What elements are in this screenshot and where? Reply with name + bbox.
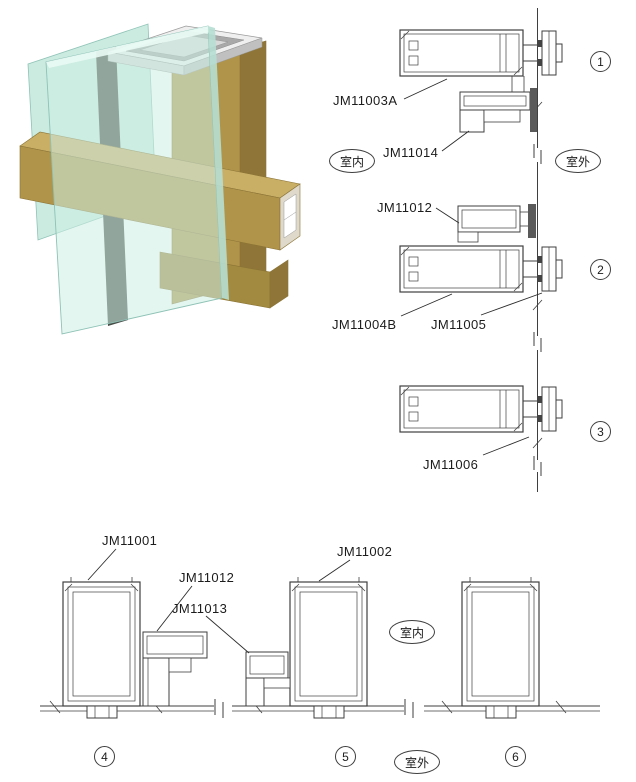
plan-mullion-4 <box>62 576 141 719</box>
label-jm11006: JM11006 <box>423 457 479 472</box>
room-tag-outdoor-top: 室外 <box>555 149 601 173</box>
room-tag-text: 室外 <box>565 154 590 169</box>
label-jm11002: JM11002 <box>337 544 393 559</box>
callout-number: 6 <box>512 749 519 764</box>
mullion-profile-section <box>399 245 524 293</box>
callout-5: 5 <box>335 746 356 767</box>
label-jm11012-bottom: JM11012 <box>179 570 235 585</box>
callout-6: 6 <box>505 746 526 767</box>
callout-number: 3 <box>597 424 604 439</box>
front-glass-pane <box>45 25 229 335</box>
plan-sections-art <box>40 576 600 719</box>
room-tag-indoor-top: 室内 <box>329 149 375 173</box>
callout-1: 1 <box>590 51 611 72</box>
room-tag-text: 室内 <box>399 625 424 640</box>
section-detail-1 <box>399 29 563 133</box>
pressure-plate <box>522 386 563 432</box>
label-jm11005: JM11005 <box>431 317 487 332</box>
mullion-profile-section <box>399 385 524 433</box>
plan-sub-profile-jm11012 <box>142 631 208 707</box>
section-detail-2 <box>399 204 563 293</box>
callout-3: 3 <box>590 421 611 442</box>
label-jm11004b: JM11004B <box>332 317 397 332</box>
plan-mullion-6 <box>461 576 540 719</box>
callout-4: 4 <box>94 746 115 767</box>
callout-2: 2 <box>590 259 611 280</box>
room-tag-text: 室外 <box>404 755 429 770</box>
callout-number: 4 <box>101 749 108 764</box>
vertical-sections-art <box>399 8 563 492</box>
label-jm11003a: JM11003A <box>333 93 398 108</box>
label-jm11013: JM11013 <box>172 601 228 616</box>
callout-number: 2 <box>597 262 604 277</box>
pressure-plate <box>522 30 563 76</box>
mullion-profile-section <box>399 29 524 77</box>
iso-3d-view <box>19 23 301 335</box>
label-jm11001: JM11001 <box>102 533 158 548</box>
room-tag-outdoor-bottom: 室外 <box>394 750 440 774</box>
room-tag-text: 室内 <box>339 154 364 169</box>
callout-number: 5 <box>342 749 349 764</box>
curtain-face-line-vertical <box>532 8 543 492</box>
plan-sub-profile-jm11013 <box>245 651 291 707</box>
sub-profile-jm11014 <box>459 76 537 133</box>
plan-mullion-5 <box>289 576 368 719</box>
label-jm11012-top: JM11012 <box>377 200 433 215</box>
label-jm11014: JM11014 <box>383 145 439 160</box>
leader-lines <box>87 78 543 654</box>
callout-number: 1 <box>597 54 604 69</box>
pressure-plate <box>522 246 563 292</box>
room-tag-indoor-bottom: 室内 <box>389 620 435 644</box>
sub-profile-jm11012-top <box>457 204 536 243</box>
